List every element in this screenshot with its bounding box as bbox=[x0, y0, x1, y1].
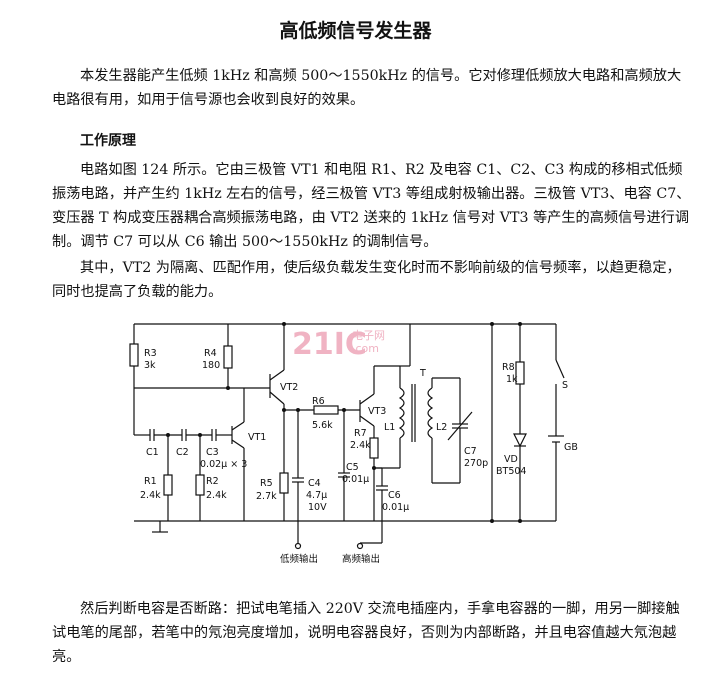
r7-label: R7 bbox=[354, 428, 367, 439]
r8-label: R8 bbox=[502, 362, 515, 373]
watermark-cn: 电子网 bbox=[352, 329, 385, 342]
r6-label: R6 bbox=[312, 396, 325, 407]
gb-label: GB bbox=[564, 442, 578, 453]
r4-value: 180 bbox=[202, 360, 220, 371]
circuit-diagram: 21IC 电子网 .com bbox=[129, 322, 578, 565]
r4-label: R4 bbox=[204, 348, 217, 359]
r7-value: 2.4k bbox=[350, 440, 371, 451]
c2-label: C2 bbox=[176, 447, 189, 458]
c4-label: C4 bbox=[308, 478, 321, 489]
page-title: 高低频信号发生器 bbox=[279, 20, 432, 42]
vd-label: VD bbox=[504, 454, 518, 465]
vt2-label: VT2 bbox=[280, 382, 298, 393]
c5-value: 0.01μ bbox=[342, 474, 369, 485]
r5-value: 2.7k bbox=[256, 491, 277, 502]
section-heading: 工作原理 bbox=[80, 133, 136, 149]
c4-value-cap: 4.7μ bbox=[306, 490, 327, 501]
watermark-url: .com bbox=[352, 342, 379, 355]
vd-value: BT504 bbox=[496, 466, 526, 477]
switch-label: S bbox=[562, 380, 568, 391]
r2-value: 2.4k bbox=[206, 490, 227, 501]
low-freq-output-label: 低频输出 bbox=[280, 553, 318, 565]
r2-label: R2 bbox=[206, 476, 219, 487]
r5-label: R5 bbox=[260, 478, 273, 489]
c1-label: C1 bbox=[146, 447, 159, 458]
r1-label: R1 bbox=[144, 476, 157, 487]
c7-label: C7 bbox=[464, 446, 477, 457]
r6-value: 5.6k bbox=[312, 420, 333, 431]
c6-label: C6 bbox=[388, 490, 401, 501]
r3-label: R3 bbox=[144, 348, 157, 359]
capacitor-test-paragraph: 然后判断电容是否断路：把试电笔插入 220V 交流电插座内，手拿电容器的一脚，用… bbox=[52, 601, 680, 665]
watermark-logo: 21IC bbox=[292, 327, 367, 362]
c5-label: C5 bbox=[346, 462, 359, 473]
transformer-label: T bbox=[419, 368, 426, 379]
r3-value: 3k bbox=[144, 360, 156, 371]
c3-value: 0.02μ × 3 bbox=[200, 459, 247, 470]
vt1-label: VT1 bbox=[248, 432, 266, 443]
r8-value: 1k bbox=[506, 374, 518, 385]
l2-label: L2 bbox=[436, 422, 447, 433]
c6-value: 0.01μ bbox=[382, 502, 409, 513]
high-freq-output-label: 高频输出 bbox=[342, 553, 380, 565]
principle-paragraph: 电路如图 124 所示。它由三极管 VT1 和电阻 R1、R2 及电容 C1、C… bbox=[52, 162, 691, 250]
vt2-paragraph: 其中，VT2 为隔离、匹配作用，使后级负载发生变化时而不影响前级的信号频率，以趋… bbox=[52, 260, 681, 300]
vt3-label: VT3 bbox=[368, 406, 386, 417]
c3-label: C3 bbox=[206, 447, 219, 458]
c7-value: 270p bbox=[464, 458, 488, 469]
l1-label: L1 bbox=[384, 422, 395, 433]
r1-value: 2.4k bbox=[140, 490, 161, 501]
c4-value-volt: 10V bbox=[308, 502, 327, 513]
intro-paragraph: 本发生器能产生低频 1kHz 和高频 500～1550kHz 的信号。它对修理低… bbox=[52, 68, 682, 108]
